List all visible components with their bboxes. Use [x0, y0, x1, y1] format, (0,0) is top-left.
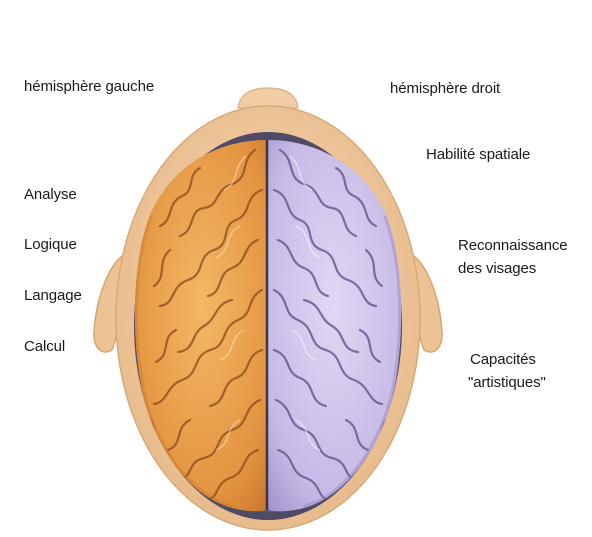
- left-hemisphere-title: hémisphère gauche: [24, 77, 154, 97]
- right-hemisphere: [266, 130, 416, 520]
- right-function-capacites-line1: Capacités: [470, 350, 536, 370]
- left-function-logique: Logique: [24, 235, 77, 255]
- left-function-analyse: Analyse: [24, 185, 77, 205]
- right-hemisphere-title: hémisphère droit: [390, 79, 500, 99]
- left-function-calcul: Calcul: [24, 337, 65, 357]
- right-function-capacites-line2: "artistiques": [468, 373, 546, 393]
- right-function-reconnaissance-line1: Reconnaissance: [458, 236, 568, 256]
- left-function-langage: Langage: [24, 286, 82, 306]
- right-function-habilite-spatiale: Habilité spatiale: [426, 145, 530, 165]
- nose: [238, 88, 298, 108]
- left-hemisphere: [120, 130, 270, 520]
- right-function-reconnaissance-line2: des visages: [458, 259, 536, 279]
